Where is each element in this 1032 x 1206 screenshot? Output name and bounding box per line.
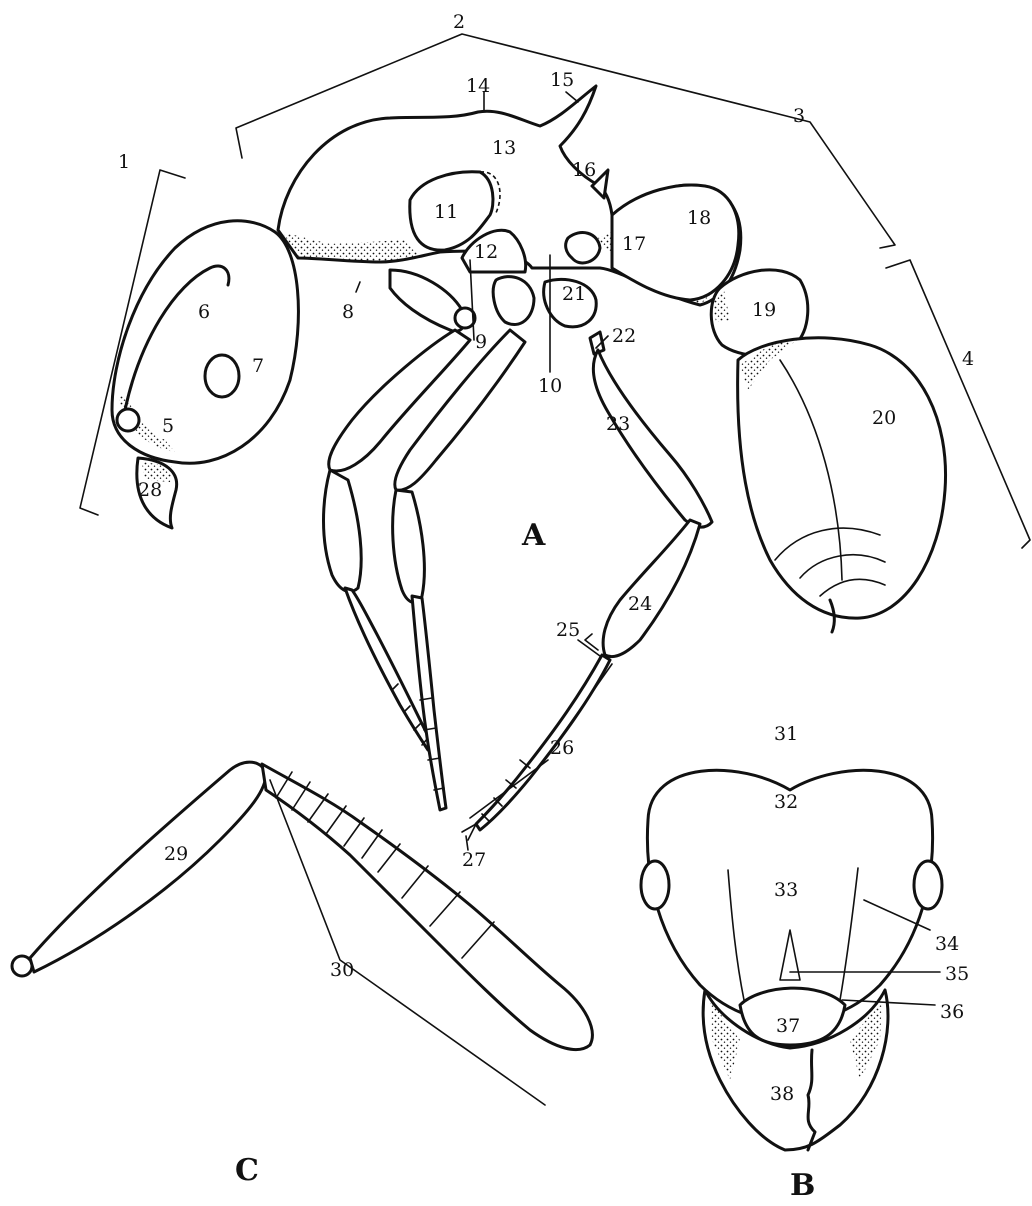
panel-label-b: B — [790, 1168, 815, 1203]
label-2: 2 — [453, 11, 465, 33]
tibial-spur-hind — [585, 634, 598, 650]
label-28: 28 — [138, 479, 162, 501]
tibia-fore — [324, 470, 362, 592]
coxa-mid — [493, 277, 534, 325]
tarsus-mid — [412, 596, 446, 810]
label-6: 6 — [198, 301, 210, 323]
label-12: 12 — [474, 241, 498, 263]
label-17: 17 — [622, 233, 646, 255]
label-36: 36 — [940, 1001, 964, 1023]
coxa-fore — [390, 270, 465, 331]
label-22: 22 — [612, 325, 636, 347]
label-15: 15 — [550, 69, 574, 91]
antenna-funiculus — [262, 764, 592, 1050]
compound-eye-frontal-left — [641, 861, 669, 909]
spiracle-propodeal — [566, 233, 600, 263]
label-24: 24 — [628, 593, 652, 615]
panel-label-a: A — [521, 518, 546, 553]
panel-a-lateral-view — [112, 86, 946, 850]
label-29: 29 — [164, 843, 188, 865]
label-18: 18 — [687, 207, 711, 229]
panel-label-c: C — [235, 1153, 259, 1188]
label-10: 10 — [538, 375, 562, 397]
label-1: 1 — [118, 151, 130, 173]
label-31: 31 — [774, 723, 798, 745]
label-37: 37 — [776, 1015, 800, 1037]
panel-c-antenna — [12, 762, 592, 1105]
label-14: 14 — [466, 75, 490, 97]
label-16: 16 — [572, 159, 596, 181]
compound-eye-frontal-right — [914, 861, 942, 909]
label-30: 30 — [330, 959, 354, 981]
tarsal-claw-hind — [462, 824, 476, 840]
label-4: 4 — [962, 348, 974, 370]
label-21: 21 — [562, 283, 586, 305]
tarsus-hind — [476, 655, 610, 830]
label-8: 8 — [342, 301, 354, 323]
antenna-scape — [30, 762, 266, 972]
label-27: 27 — [462, 849, 486, 871]
leader-27 — [466, 836, 468, 850]
label-3: 3 — [793, 105, 805, 127]
label-9: 9 — [475, 331, 487, 353]
label-13: 13 — [492, 137, 516, 159]
label-5: 5 — [162, 415, 174, 437]
compound-eye-lateral — [205, 355, 239, 397]
leader-8 — [356, 282, 360, 292]
label-7: 7 — [252, 355, 264, 377]
label-23: 23 — [606, 413, 630, 435]
label-34: 34 — [935, 933, 959, 955]
leader-15 — [566, 92, 578, 102]
label-11: 11 — [434, 201, 458, 223]
label-38: 38 — [770, 1083, 794, 1105]
tibia-hind — [603, 520, 700, 657]
label-20: 20 — [872, 407, 896, 429]
label-19: 19 — [752, 299, 776, 321]
label-32: 32 — [774, 791, 798, 813]
antennal-socket — [117, 409, 139, 431]
label-26: 26 — [550, 737, 574, 759]
label-33: 33 — [774, 879, 798, 901]
femur-hind — [593, 350, 712, 527]
label-25: 25 — [556, 619, 580, 641]
tibia-mid — [393, 490, 425, 603]
label-35: 35 — [945, 963, 969, 985]
